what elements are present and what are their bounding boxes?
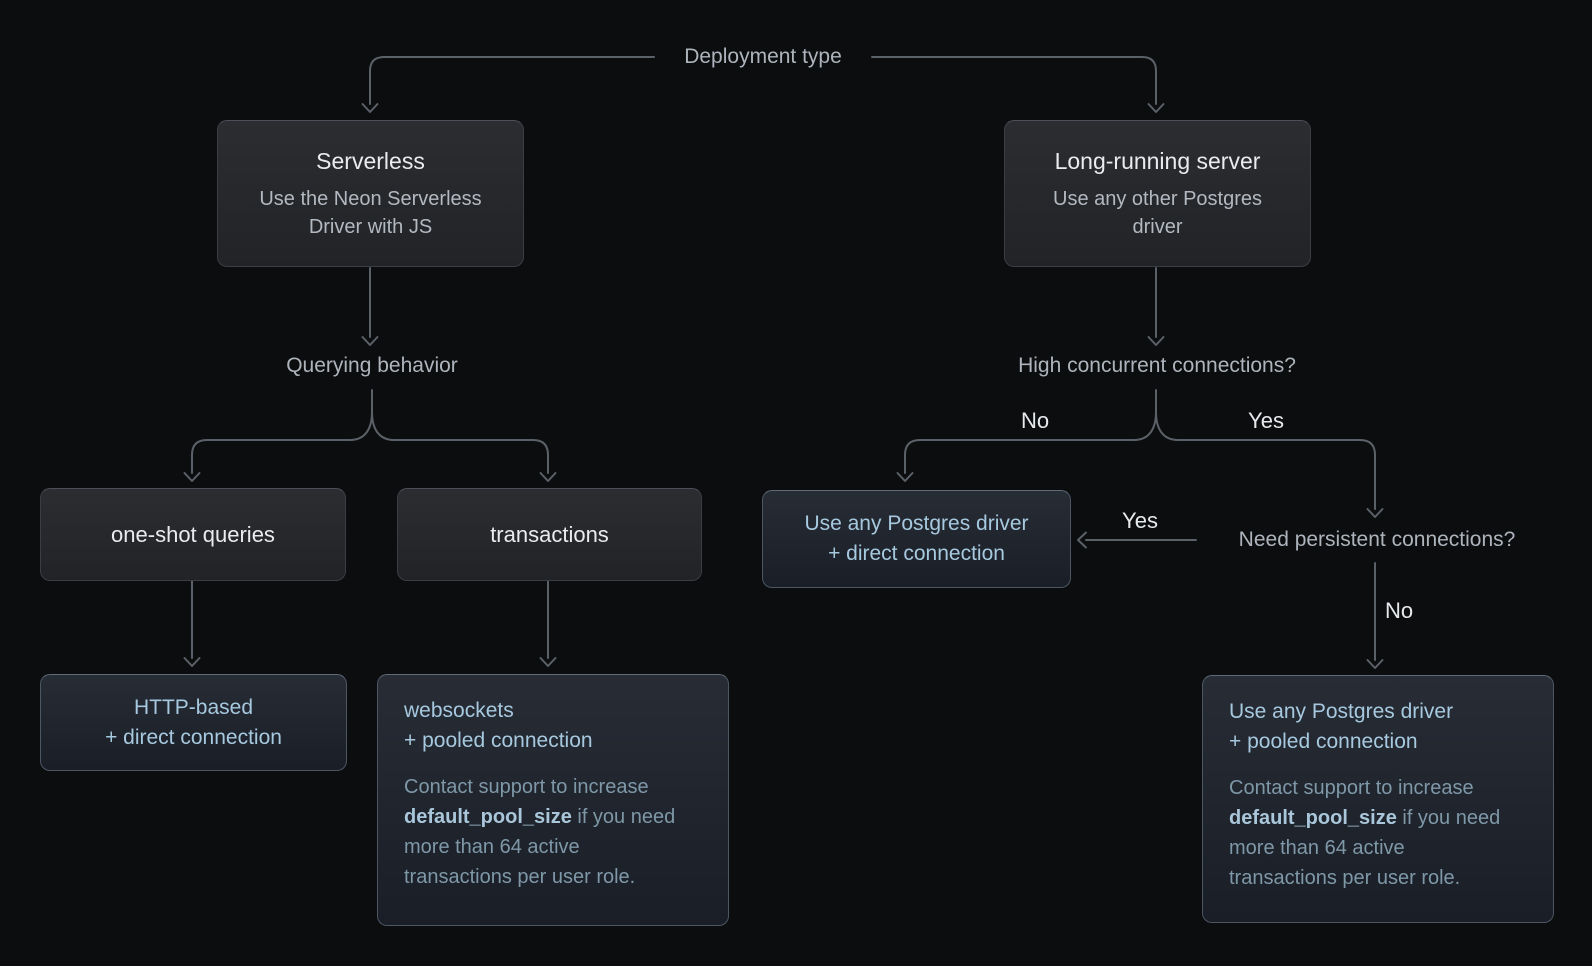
node-long-running-server: Long-running server Use any other Postgr… [1004, 120, 1311, 267]
arrow-down-icon [183, 657, 201, 667]
node-line: websockets [404, 699, 514, 722]
node-line: Use any Postgres driver [1229, 700, 1454, 723]
node-title: Serverless [316, 147, 425, 174]
node-websockets-pooled-connection: websockets + pooled connection Contact s… [377, 674, 729, 926]
connector-deployment-to-serverless [361, 56, 655, 113]
connector-querying-fork [183, 389, 557, 482]
arrow-down-icon [183, 472, 201, 482]
arrow-down-icon [539, 657, 557, 667]
node-http-direct-connection: HTTP-based + direct connection [40, 674, 347, 771]
arrow-down-icon [1366, 659, 1384, 669]
note-text: if you need more than 64 active transact… [1229, 807, 1501, 889]
arrow-down-icon [539, 472, 557, 482]
connector-one-shot-to-http [183, 580, 201, 667]
connector-long-running-to-concurrent [1147, 267, 1165, 346]
note-code: default_pool_size [1229, 807, 1397, 829]
note-text: if you need more than 64 active transact… [404, 806, 676, 888]
label-querying-behavior: Querying behavior [286, 354, 458, 377]
connector-deployment-to-long-running [871, 56, 1165, 113]
arrow-down-icon [361, 103, 379, 113]
node-line: + pooled connection [1229, 730, 1418, 753]
note-code: default_pool_size [404, 806, 572, 828]
node-one-shot-queries: one-shot queries [40, 488, 346, 581]
node-title: transactions [490, 521, 609, 547]
arrow-down-icon [896, 472, 914, 482]
label-deployment-type: Deployment type [684, 45, 842, 68]
node-title: Long-running server [1054, 147, 1261, 174]
node-line: + pooled connection [404, 729, 593, 752]
node-any-driver-direct-connection: Use any Postgres driver + direct connect… [762, 490, 1071, 588]
node-line: + direct connection [105, 725, 282, 749]
node-any-driver-pooled-connection: Use any Postgres driver + pooled connect… [1202, 675, 1554, 923]
node-note: Contact support to increase default_pool… [404, 772, 684, 892]
node-line: + direct connection [828, 542, 1005, 565]
arrow-down-icon [361, 336, 379, 346]
arrow-down-icon [1366, 508, 1384, 518]
node-line: HTTP-based [133, 695, 254, 719]
node-line: Use any Postgres driver [804, 512, 1029, 535]
note-text: Contact support to increase [404, 776, 649, 798]
node-serverless: Serverless Use the Neon Serverless Drive… [217, 120, 524, 267]
node-note: Contact support to increase default_pool… [1229, 773, 1509, 893]
connector-persistent-no-to-pooled [1366, 562, 1384, 669]
node-subtitle: Use any other Postgres driver [1053, 187, 1262, 238]
node-title: one-shot queries [111, 521, 275, 547]
connector-serverless-to-querying [361, 267, 379, 346]
label-high-concurrent-connections: High concurrent connections? [1018, 354, 1296, 377]
arrow-down-icon [1147, 336, 1165, 346]
label-need-persistent-connections: Need persistent connections? [1238, 528, 1516, 551]
arrow-left-icon [1077, 531, 1087, 549]
branch-label-yes: Yes [1248, 408, 1284, 433]
node-subtitle: Use the Neon Serverless Driver with JS [259, 187, 482, 238]
branch-label-no: No [1020, 408, 1050, 433]
connector-persistent-yes-to-direct [1077, 531, 1197, 549]
branch-label-no-persistent: No [1384, 598, 1414, 623]
connector-transactions-to-websockets [539, 580, 557, 667]
node-transactions: transactions [397, 488, 702, 581]
note-text: Contact support to increase [1229, 777, 1474, 799]
branch-label-yes-persistent: Yes [1122, 508, 1158, 533]
arrow-down-icon [1147, 103, 1165, 113]
